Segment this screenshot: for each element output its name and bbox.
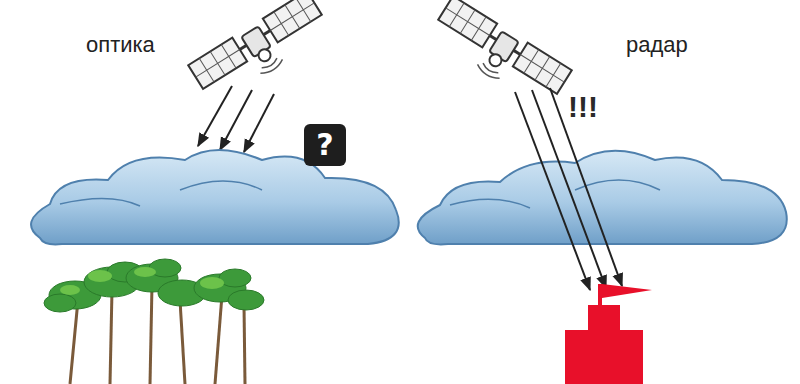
forest xyxy=(44,259,264,384)
question-mark: ? xyxy=(316,130,333,160)
target-building xyxy=(565,284,652,384)
optical-rays xyxy=(198,86,274,152)
satellite-caption: оптика xyxy=(86,34,155,56)
exclamation-mark: !!! xyxy=(568,92,598,122)
optical-satellite xyxy=(188,0,333,107)
radar-satellite xyxy=(427,0,572,112)
question-box: ? xyxy=(304,124,346,166)
radar-rays xyxy=(515,88,622,290)
satellite-caption: радар xyxy=(626,34,688,56)
